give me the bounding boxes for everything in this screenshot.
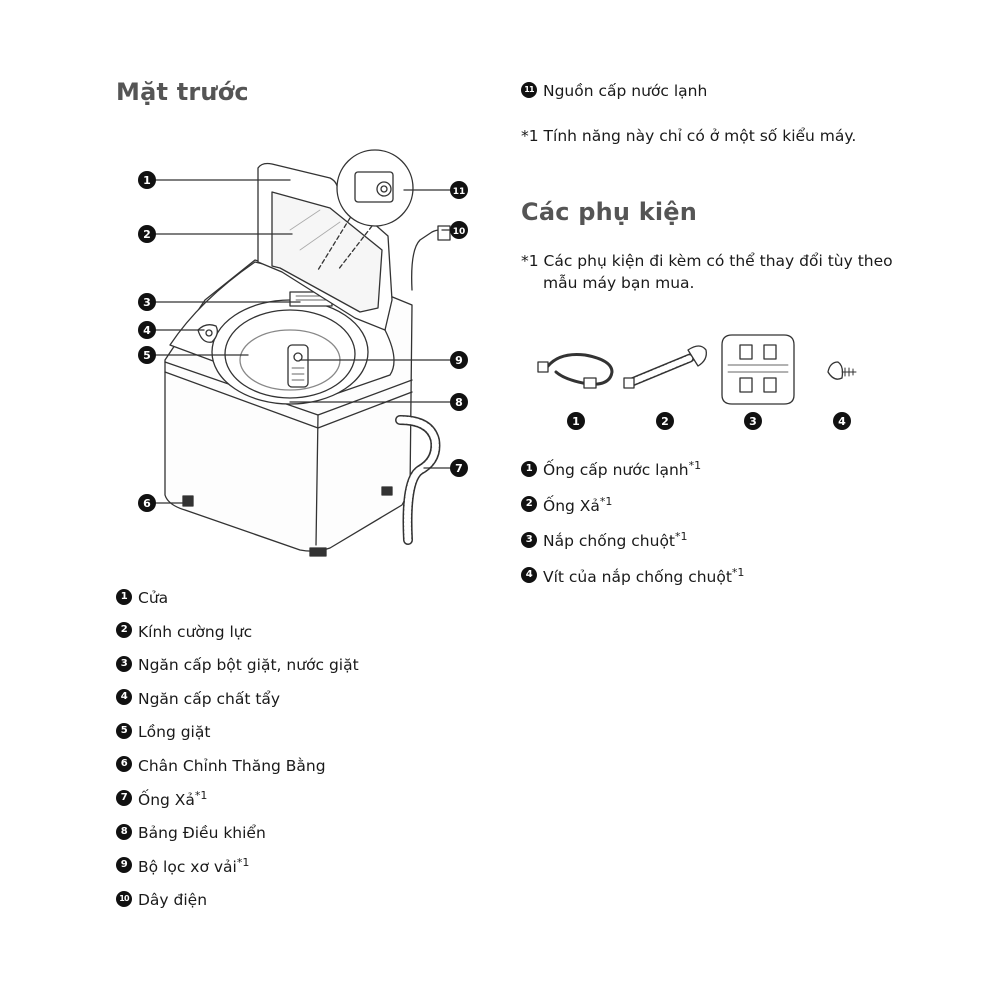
part-number-badge: 2 — [116, 622, 132, 639]
part-number-badge: 10 — [116, 890, 132, 907]
callout-label: 5 — [143, 349, 151, 362]
callout-label: 9 — [455, 354, 463, 367]
part-item: 4 Ngăn cấp chất tẩy — [116, 688, 359, 722]
callout-label: 10 — [453, 227, 466, 237]
accessories-heading: Các phụ kiện — [521, 198, 698, 226]
accessory-figure-number: 4 — [838, 415, 846, 428]
callout-label: 3 — [143, 296, 151, 309]
front-view-heading: Mặt trước — [116, 78, 249, 106]
part-number-badge: 3 — [116, 655, 132, 672]
screw-illustration — [827, 361, 857, 380]
inlet-hose-illustration — [537, 353, 614, 389]
accessory-figure-numbers: 1 2 3 4 — [567, 412, 851, 430]
callout-label: 4 — [143, 324, 151, 337]
part-number-badge: 11 — [521, 81, 537, 98]
part-label: Nguồn cấp nước lạnh — [543, 82, 708, 100]
accessory-figure-number: 2 — [661, 415, 669, 428]
callout-label: 8 — [455, 396, 463, 409]
part-label: Ngăn cấp chất tẩy — [138, 689, 281, 708]
accessories-illustration — [537, 334, 857, 405]
accessory-label: Vít của nắp chống chuột — [543, 567, 732, 586]
part-label: Lồng giặt — [138, 723, 211, 742]
part-item: 3 Ngăn cấp bột giặt, nước giặt — [116, 654, 359, 688]
part-number-badge: 1 — [116, 588, 132, 605]
mouse-guard-illustration — [721, 334, 795, 405]
part-label: Chân Chỉnh Thăng Bằng — [138, 756, 326, 775]
footnote-marker: *1 — [194, 788, 208, 802]
accessory-footnote-line-2: mẫu máy bạn mua. — [543, 274, 695, 292]
part-item: 7 Ống Xả*1 — [116, 789, 359, 823]
accessory-label: Nắp chống chuột — [543, 532, 676, 550]
accessory-footnote-line-1: *1 Các phụ kiện đi kèm có thể thay đổi t… — [521, 252, 893, 270]
part-item: 10 Dây điện — [116, 889, 359, 923]
accessory-footnote: *1 Các phụ kiện đi kèm có thể thay đổi t… — [521, 250, 901, 294]
accessory-label: Ống cấp nước lạnh — [543, 461, 689, 479]
callout-label: 7 — [455, 462, 463, 475]
drain-hose-illustration — [623, 345, 707, 389]
accessory-number-badge: 3 — [521, 531, 537, 548]
footnote-marker: *1 — [236, 855, 250, 869]
part-item: 5 Lồng giặt — [116, 721, 359, 755]
callout-label: 2 — [143, 228, 151, 241]
washer-body-illustration — [155, 149, 451, 557]
diagram-callouts: 1 2 3 4 5 6 7 8 9 10 11 — [138, 171, 468, 512]
accessory-item: 2 Ống Xả*1 — [521, 495, 744, 531]
callout-label: 11 — [453, 187, 466, 197]
part-number-badge: 4 — [116, 689, 132, 706]
part-number-badge: 5 — [116, 722, 132, 739]
parts-list: 1 Cửa 2 Kính cường lực 3 Ngăn cấp bột giặt,… — [116, 587, 359, 923]
footnote-marker: *1 — [731, 565, 745, 579]
part-number-badge: 8 — [116, 823, 132, 840]
callout-label: 1 — [143, 174, 151, 187]
accessory-label: Ống Xả — [543, 496, 600, 515]
part-label: Kính cường lực — [138, 622, 253, 641]
part-number-badge: 7 — [116, 790, 132, 807]
part-label: Bộ lọc xơ vải — [138, 857, 237, 876]
accessory-number-badge: 1 — [521, 460, 537, 477]
callout-label: 6 — [143, 497, 151, 510]
feature-footnote: *1 Tính năng này chỉ có ở một số kiểu má… — [521, 127, 857, 145]
accessory-item: 1 Ống cấp nước lạnh*1 — [521, 459, 744, 495]
accessory-item: 3 Nắp chống chuột*1 — [521, 530, 744, 566]
part-number-badge: 6 — [116, 756, 132, 773]
part-item-11: 11 Nguồn cấp nước lạnh — [521, 81, 708, 100]
footnote-marker: *1 — [675, 529, 688, 543]
part-label: Ngăn cấp bột giặt, nước giặt — [138, 656, 359, 675]
part-item: 6 Chân Chỉnh Thăng Bằng — [116, 755, 359, 789]
part-item: 2 Kính cường lực — [116, 621, 359, 655]
footnote-marker: *1 — [599, 494, 613, 508]
part-label: Dây điện — [138, 891, 208, 910]
accessory-number-badge: 2 — [521, 496, 537, 512]
part-label: Bảng Điều khiển — [138, 824, 266, 843]
footnote-marker: *1 — [688, 458, 702, 472]
part-item: 1 Cửa — [116, 587, 359, 621]
part-label: Ống Xả — [138, 790, 195, 809]
accessory-figure-number: 1 — [572, 415, 580, 428]
part-label: Cửa — [138, 589, 169, 607]
part-item: 8 Bảng Điều khiển — [116, 822, 359, 856]
part-number-badge: 9 — [116, 857, 132, 874]
part-item: 9 Bộ lọc xơ vải*1 — [116, 856, 359, 890]
accessory-figure-number: 3 — [749, 415, 757, 428]
accessory-item: 4 Vít của nắp chống chuột*1 — [521, 566, 744, 602]
accessory-number-badge: 4 — [521, 567, 537, 583]
